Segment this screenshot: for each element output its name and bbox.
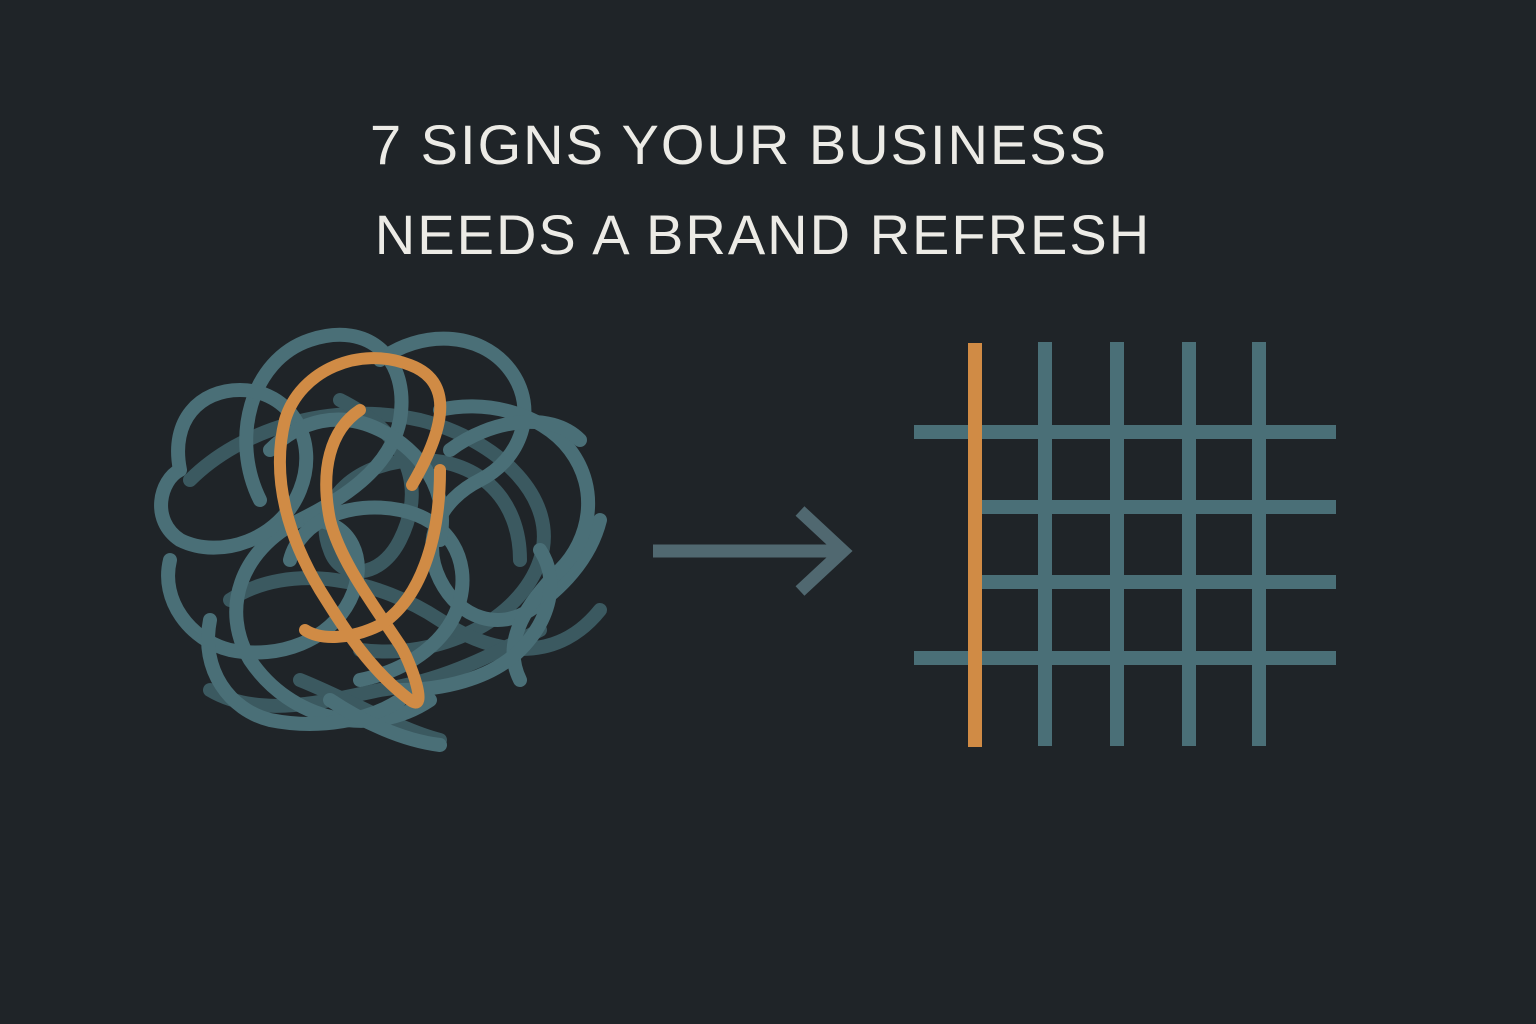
headline-line-2: NEEDS A BRAND REFRESH (374, 203, 1152, 266)
highlight-bar (968, 343, 982, 747)
arrow-right-icon (653, 506, 853, 596)
orderly-grid-icon (914, 342, 1336, 747)
headline: 7 SIGNS YOUR BUSINESS NEEDS A BRAND REFR… (0, 100, 1536, 280)
headline-line-1: 7 SIGNS YOUR BUSINESS (369, 113, 1109, 176)
tangled-lines-icon (154, 327, 607, 752)
